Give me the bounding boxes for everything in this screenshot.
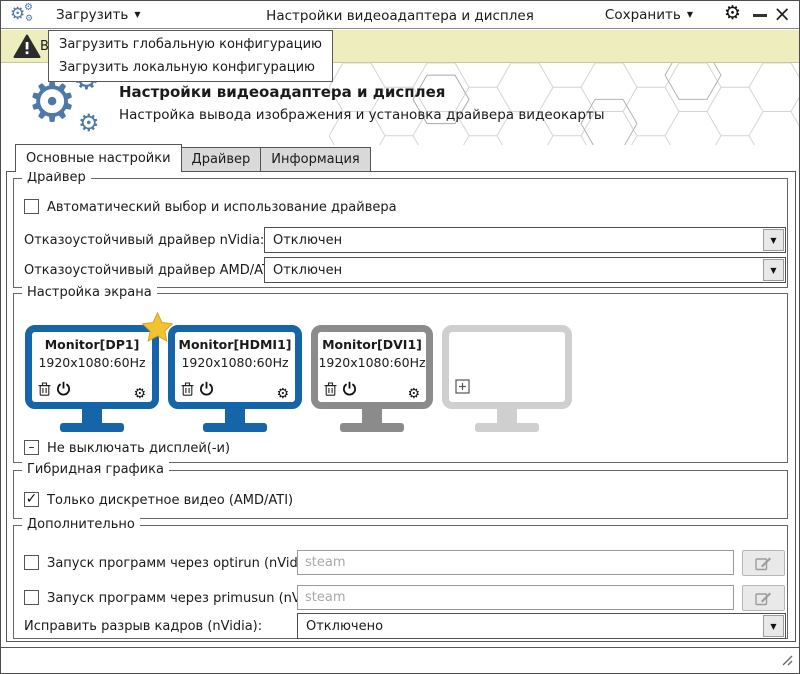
monitor-base — [475, 423, 539, 432]
monitor-card-empty[interactable] — [442, 325, 572, 432]
title-bar: ⚙ ⚙ ⚙ Загрузить ▼ Настройки видеоадаптера… — [1, 1, 799, 29]
screen-group-legend: Настройка экрана — [22, 285, 157, 300]
page-subtitle: Настройка вывода изображения и установка… — [119, 107, 605, 123]
tearfix-select[interactable]: Отключено ▼ — [297, 613, 786, 639]
monitor-card-dvi1[interactable]: Monitor[DVI1] 1920x1080:60Hz ⚙ — [311, 325, 433, 432]
extra-group: Дополнительно Запуск программ через opti… — [13, 517, 788, 639]
dropdown-arrow-icon[interactable]: ▼ — [763, 615, 784, 637]
menu-item-load-local[interactable]: Загрузить локальную конфигурацию — [59, 60, 315, 75]
amd-failsafe-select[interactable]: Отключен ▼ — [264, 257, 786, 283]
monitor-resolution: 1920x1080:60Hz — [38, 355, 146, 370]
status-bar — [1, 647, 799, 673]
chevron-down-icon: ▼ — [134, 10, 141, 19]
primusun-label: Запуск программ через primusun (nVidia): — [47, 591, 334, 606]
monitor-card-hdmi1[interactable]: Monitor[HDMI1] 1920x1080:60Hz ⚙ — [168, 325, 302, 432]
add-monitor-icon[interactable] — [455, 379, 470, 398]
tearfix-label: Исправить разрыв кадров (nVidia): — [24, 619, 263, 634]
monitor-base — [60, 423, 124, 432]
dropdown-arrow-icon[interactable]: ▼ — [763, 229, 784, 251]
tab-info[interactable]: Информация — [260, 147, 371, 172]
primary-star-icon — [142, 312, 173, 342]
trash-icon[interactable] — [38, 382, 51, 400]
warning-icon — [13, 34, 41, 63]
monitor-name: Monitor[HDMI1] — [178, 337, 292, 352]
monitor-stand — [82, 408, 102, 423]
edit-pencil-icon — [755, 592, 771, 605]
primusun-edit-button[interactable] — [742, 585, 785, 611]
driver-group: Драйвер Автоматический выбор и использов… — [13, 170, 788, 288]
gear-icon: ⚙ — [27, 70, 78, 135]
monitor-base — [340, 423, 404, 432]
load-dropdown-menu: Загрузить глобальную конфигурацию Загруз… — [48, 30, 333, 82]
driver-group-legend: Драйвер — [22, 170, 91, 185]
keep-displays-on-checkbox[interactable]: – — [24, 440, 39, 455]
monitor-resolution: 1920x1080:60Hz — [181, 355, 289, 370]
monitor-stand — [225, 408, 245, 423]
keep-displays-on-label: Не выключать дисплей(-и) — [47, 441, 231, 456]
app-gears-icon: ⚙ ⚙ ⚙ — [10, 3, 40, 27]
chevron-down-icon: ▼ — [686, 10, 693, 19]
discrete-only-checkbox[interactable]: ✓ — [24, 491, 39, 507]
power-icon[interactable] — [199, 381, 214, 401]
monitor-name: Monitor[DVI1] — [322, 337, 422, 352]
tab-driver[interactable]: Драйвер — [180, 147, 262, 172]
optirun-label: Запуск программ через optirun (nVidia): — [47, 556, 319, 571]
menu-item-load-global[interactable]: Загрузить глобальную конфигурацию — [59, 37, 322, 52]
gear-icon[interactable]: ⚙ — [276, 386, 289, 402]
monitor-base — [203, 423, 267, 432]
gear-icon: ⚙ — [78, 109, 100, 137]
save-menu-label: Сохранить — [604, 7, 681, 23]
page-title: Настройки видеоадаптера и дисплея — [119, 83, 446, 101]
nvidia-failsafe-label: Отказоустойчивый драйвер nVidia: — [24, 233, 265, 248]
nvidia-failsafe-value: Отключен — [273, 233, 343, 248]
tearfix-value: Отключено — [306, 619, 384, 634]
edit-pencil-icon — [755, 557, 771, 570]
save-menu-button[interactable]: Сохранить ▼ — [605, 7, 693, 23]
load-menu-button[interactable]: Загрузить ▼ — [56, 7, 141, 23]
monitor-card-dp1[interactable]: Monitor[DP1] 1920x1080:60Hz ⚙ — [25, 312, 173, 432]
optirun-edit-button[interactable] — [742, 550, 785, 576]
nvidia-failsafe-select[interactable]: Отключен ▼ — [264, 227, 786, 253]
warning-text: В — [40, 39, 49, 54]
auto-driver-label: Автоматический выбор и использование дра… — [47, 200, 397, 215]
load-menu-label: Загрузить — [56, 7, 129, 23]
hexagon-pattern — [329, 63, 799, 145]
settings-gear-icon[interactable]: ⚙ — [723, 2, 741, 24]
resize-grip[interactable] — [779, 653, 794, 670]
power-icon[interactable] — [56, 381, 71, 401]
gear-icon[interactable]: ⚙ — [407, 386, 420, 402]
primusun-checkbox[interactable] — [24, 590, 39, 605]
discrete-only-label: Только дискретное видео (AMD/ATI) — [47, 493, 294, 508]
gear-icon: ⚙ — [10, 4, 26, 24]
trash-icon[interactable] — [324, 382, 337, 400]
window-title: Настройки видеоадаптера и дисплея — [266, 8, 534, 24]
optirun-checkbox[interactable] — [24, 555, 39, 570]
amd-failsafe-value: Отключен — [273, 263, 343, 278]
dropdown-arrow-icon[interactable]: ▼ — [763, 259, 784, 281]
monitor-stand — [497, 408, 517, 423]
monitor-name: Monitor[DP1] — [44, 337, 140, 352]
close-button[interactable]: × — [773, 2, 791, 26]
primusun-input[interactable] — [297, 585, 734, 610]
amd-failsafe-label: Отказоустойчивый драйвер AMD/ATI: — [24, 263, 279, 278]
monitor-stand — [362, 408, 382, 423]
hybrid-group-legend: Гибридная графика — [22, 462, 169, 477]
screen-group: Настройка экрана Monitor[DP1] 1920x1080:… — [13, 285, 788, 463]
monitor-resolution: 1920x1080:60Hz — [318, 355, 426, 370]
trash-icon[interactable] — [181, 382, 194, 400]
auto-driver-checkbox[interactable] — [24, 199, 39, 214]
tab-strip: Основные настройки Драйвер Информация — [15, 144, 371, 172]
optirun-input[interactable] — [297, 550, 734, 575]
gear-icon: ⚙ — [24, 2, 33, 13]
extra-group-legend: Дополнительно — [22, 517, 140, 532]
hybrid-graphics-group: Гибридная графика ✓ Только дискретное ви… — [13, 462, 788, 519]
gear-icon: ⚙ — [25, 14, 34, 24]
tab-main-settings[interactable]: Основные настройки — [15, 144, 182, 172]
gear-icon[interactable]: ⚙ — [133, 386, 146, 402]
power-icon[interactable] — [342, 381, 357, 401]
minimize-button[interactable] — [753, 14, 767, 17]
